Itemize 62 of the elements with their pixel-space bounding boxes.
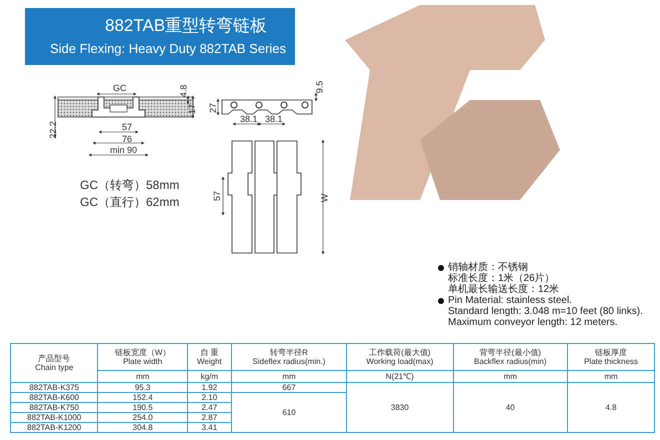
dimension-label: 27 bbox=[208, 103, 218, 113]
table-cell: 3.41 bbox=[187, 422, 232, 432]
column-header: Backflex radius(min) bbox=[473, 357, 548, 366]
spec-note: 单机最长输送长度：12米 bbox=[448, 283, 560, 296]
table-cell: 882TAB-K750 bbox=[10, 402, 98, 412]
unit-cell: mm bbox=[98, 370, 188, 382]
column-header: Weight bbox=[196, 357, 223, 366]
column-header: 链板宽度（W） bbox=[114, 348, 172, 357]
table-cell: 882TAB-K600 bbox=[10, 392, 98, 402]
table-cell: 3830 bbox=[346, 382, 453, 432]
dimension-label: min 90 bbox=[110, 145, 138, 155]
column-header: 产品型号 bbox=[37, 354, 72, 363]
table-cell: 882TAB-K375 bbox=[10, 382, 98, 392]
column-header: Plate width bbox=[122, 357, 164, 366]
dimension-label: 57 bbox=[212, 191, 222, 201]
table-cell: 2.87 bbox=[187, 412, 232, 422]
table-cell: 1.92 bbox=[187, 382, 232, 392]
title: 882TAB重型转弯链板 bbox=[105, 15, 268, 37]
unit-cell: mm bbox=[231, 370, 347, 382]
column-header: 工作载荷(最大值) bbox=[368, 348, 432, 357]
spec-note: Maximum conveyor length: 12 meters. bbox=[448, 316, 618, 329]
table-cell: 152.4 bbox=[98, 392, 188, 402]
table-cell: 882TAB-K1200 bbox=[10, 422, 98, 432]
table-cell: 2.10 bbox=[187, 392, 232, 402]
unit-cell: kg/m bbox=[187, 370, 232, 382]
spec-note: 标准长度：1米（26片） bbox=[448, 272, 555, 284]
table-cell: 882TAB-K1000 bbox=[10, 412, 98, 422]
dimension-label: 57 bbox=[122, 122, 132, 132]
dimension-label: W bbox=[319, 194, 330, 202]
column-header: Working load(max) bbox=[365, 357, 434, 366]
column-header: Chain type bbox=[34, 363, 74, 372]
table-cell: 40 bbox=[453, 382, 568, 432]
column-header: 转弯半径R bbox=[269, 348, 309, 357]
table-cell: 190.5 bbox=[98, 402, 188, 412]
unit-cell: N(21℃) bbox=[346, 370, 453, 382]
spec-note: Standard length: 3.048 m=10 feet (80 links). bbox=[448, 305, 643, 318]
dimension-label: 9.5 bbox=[314, 80, 324, 94]
column-header: Plate thickness bbox=[583, 357, 639, 366]
dimension-label: GC bbox=[113, 83, 126, 93]
spec-note: Pin Material: stainless steel. bbox=[448, 294, 572, 306]
column-header: 背弯半径(最小值) bbox=[478, 348, 542, 357]
dimension-label: 22.2 bbox=[48, 121, 58, 139]
spec-note: 销轴材质：不锈钢 bbox=[448, 261, 528, 273]
dimension-label: 38.1 bbox=[240, 114, 258, 124]
subtitle: Side Flexing: Heavy Duty 882TAB Series bbox=[50, 41, 286, 56]
table-cell: 254.0 bbox=[98, 412, 188, 422]
table-cell: 95.3 bbox=[98, 382, 188, 392]
column-header: Sideflex radius(min.) bbox=[252, 357, 326, 366]
dimension-label: 38.1 bbox=[265, 114, 283, 124]
gauge-note: GC（转弯）58mm bbox=[80, 177, 180, 194]
dimension-label: 17 bbox=[187, 104, 197, 114]
table-cell: 667 bbox=[231, 382, 347, 392]
table-cell: 4.8 bbox=[568, 382, 654, 432]
unit-cell: mm bbox=[568, 370, 654, 382]
gauge-note: GC（直行）62mm bbox=[80, 194, 180, 211]
dimension-label: 76 bbox=[122, 134, 132, 144]
table-cell: 304.8 bbox=[98, 422, 188, 432]
column-header: 自 重 bbox=[199, 348, 220, 357]
column-header: 链板厚度 bbox=[594, 348, 628, 357]
table-cell: 2.47 bbox=[187, 402, 232, 412]
dimension-label: 4.8 bbox=[178, 84, 188, 98]
unit-cell: mm bbox=[453, 370, 568, 382]
